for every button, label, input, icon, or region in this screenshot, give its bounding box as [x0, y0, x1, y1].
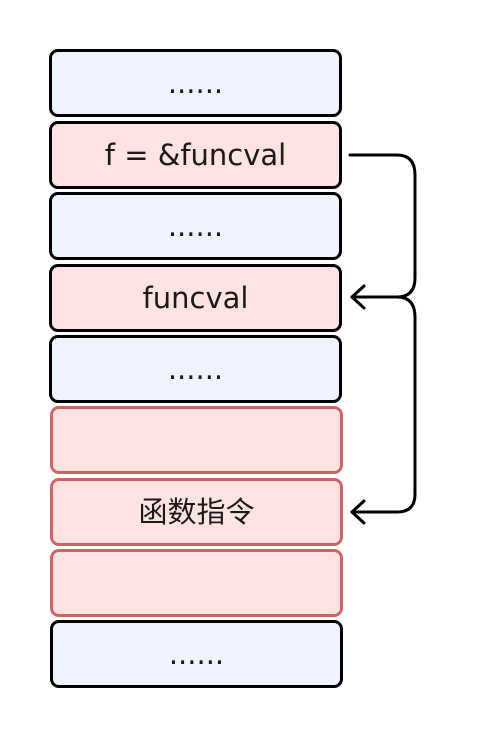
arrowhead-funcval: [350, 284, 366, 310]
memory-cell-5: ......: [49, 335, 342, 403]
memory-cell-3: ......: [49, 192, 342, 260]
memory-cell-5-label: ......: [167, 351, 224, 386]
memory-cell-1: ......: [49, 49, 342, 117]
memory-cell-9: ......: [50, 620, 343, 688]
memory-cell-3-label: ......: [167, 208, 224, 243]
memory-cell-function-code-label: 函数指令: [138, 494, 255, 529]
memory-cell-funcval: funcval: [49, 264, 342, 332]
memory-cell-1-label: ......: [167, 65, 224, 100]
memory-cell-code-top: [50, 406, 343, 474]
memory-cell-funcval-label: funcval: [142, 280, 249, 315]
arrow-funcval-to-function-code: [350, 295, 417, 514]
memory-cell-function-code: 函数指令: [50, 478, 343, 546]
memory-cell-pointer-label: f = &funcval: [104, 137, 287, 172]
memory-cell-9-label: ......: [168, 636, 225, 671]
arrow-pointer-to-funcval: [348, 153, 417, 299]
memory-cell-pointer: f = &funcval: [49, 121, 342, 189]
arrowhead-function-code: [350, 499, 366, 525]
memory-cell-code-bottom: [50, 549, 343, 617]
